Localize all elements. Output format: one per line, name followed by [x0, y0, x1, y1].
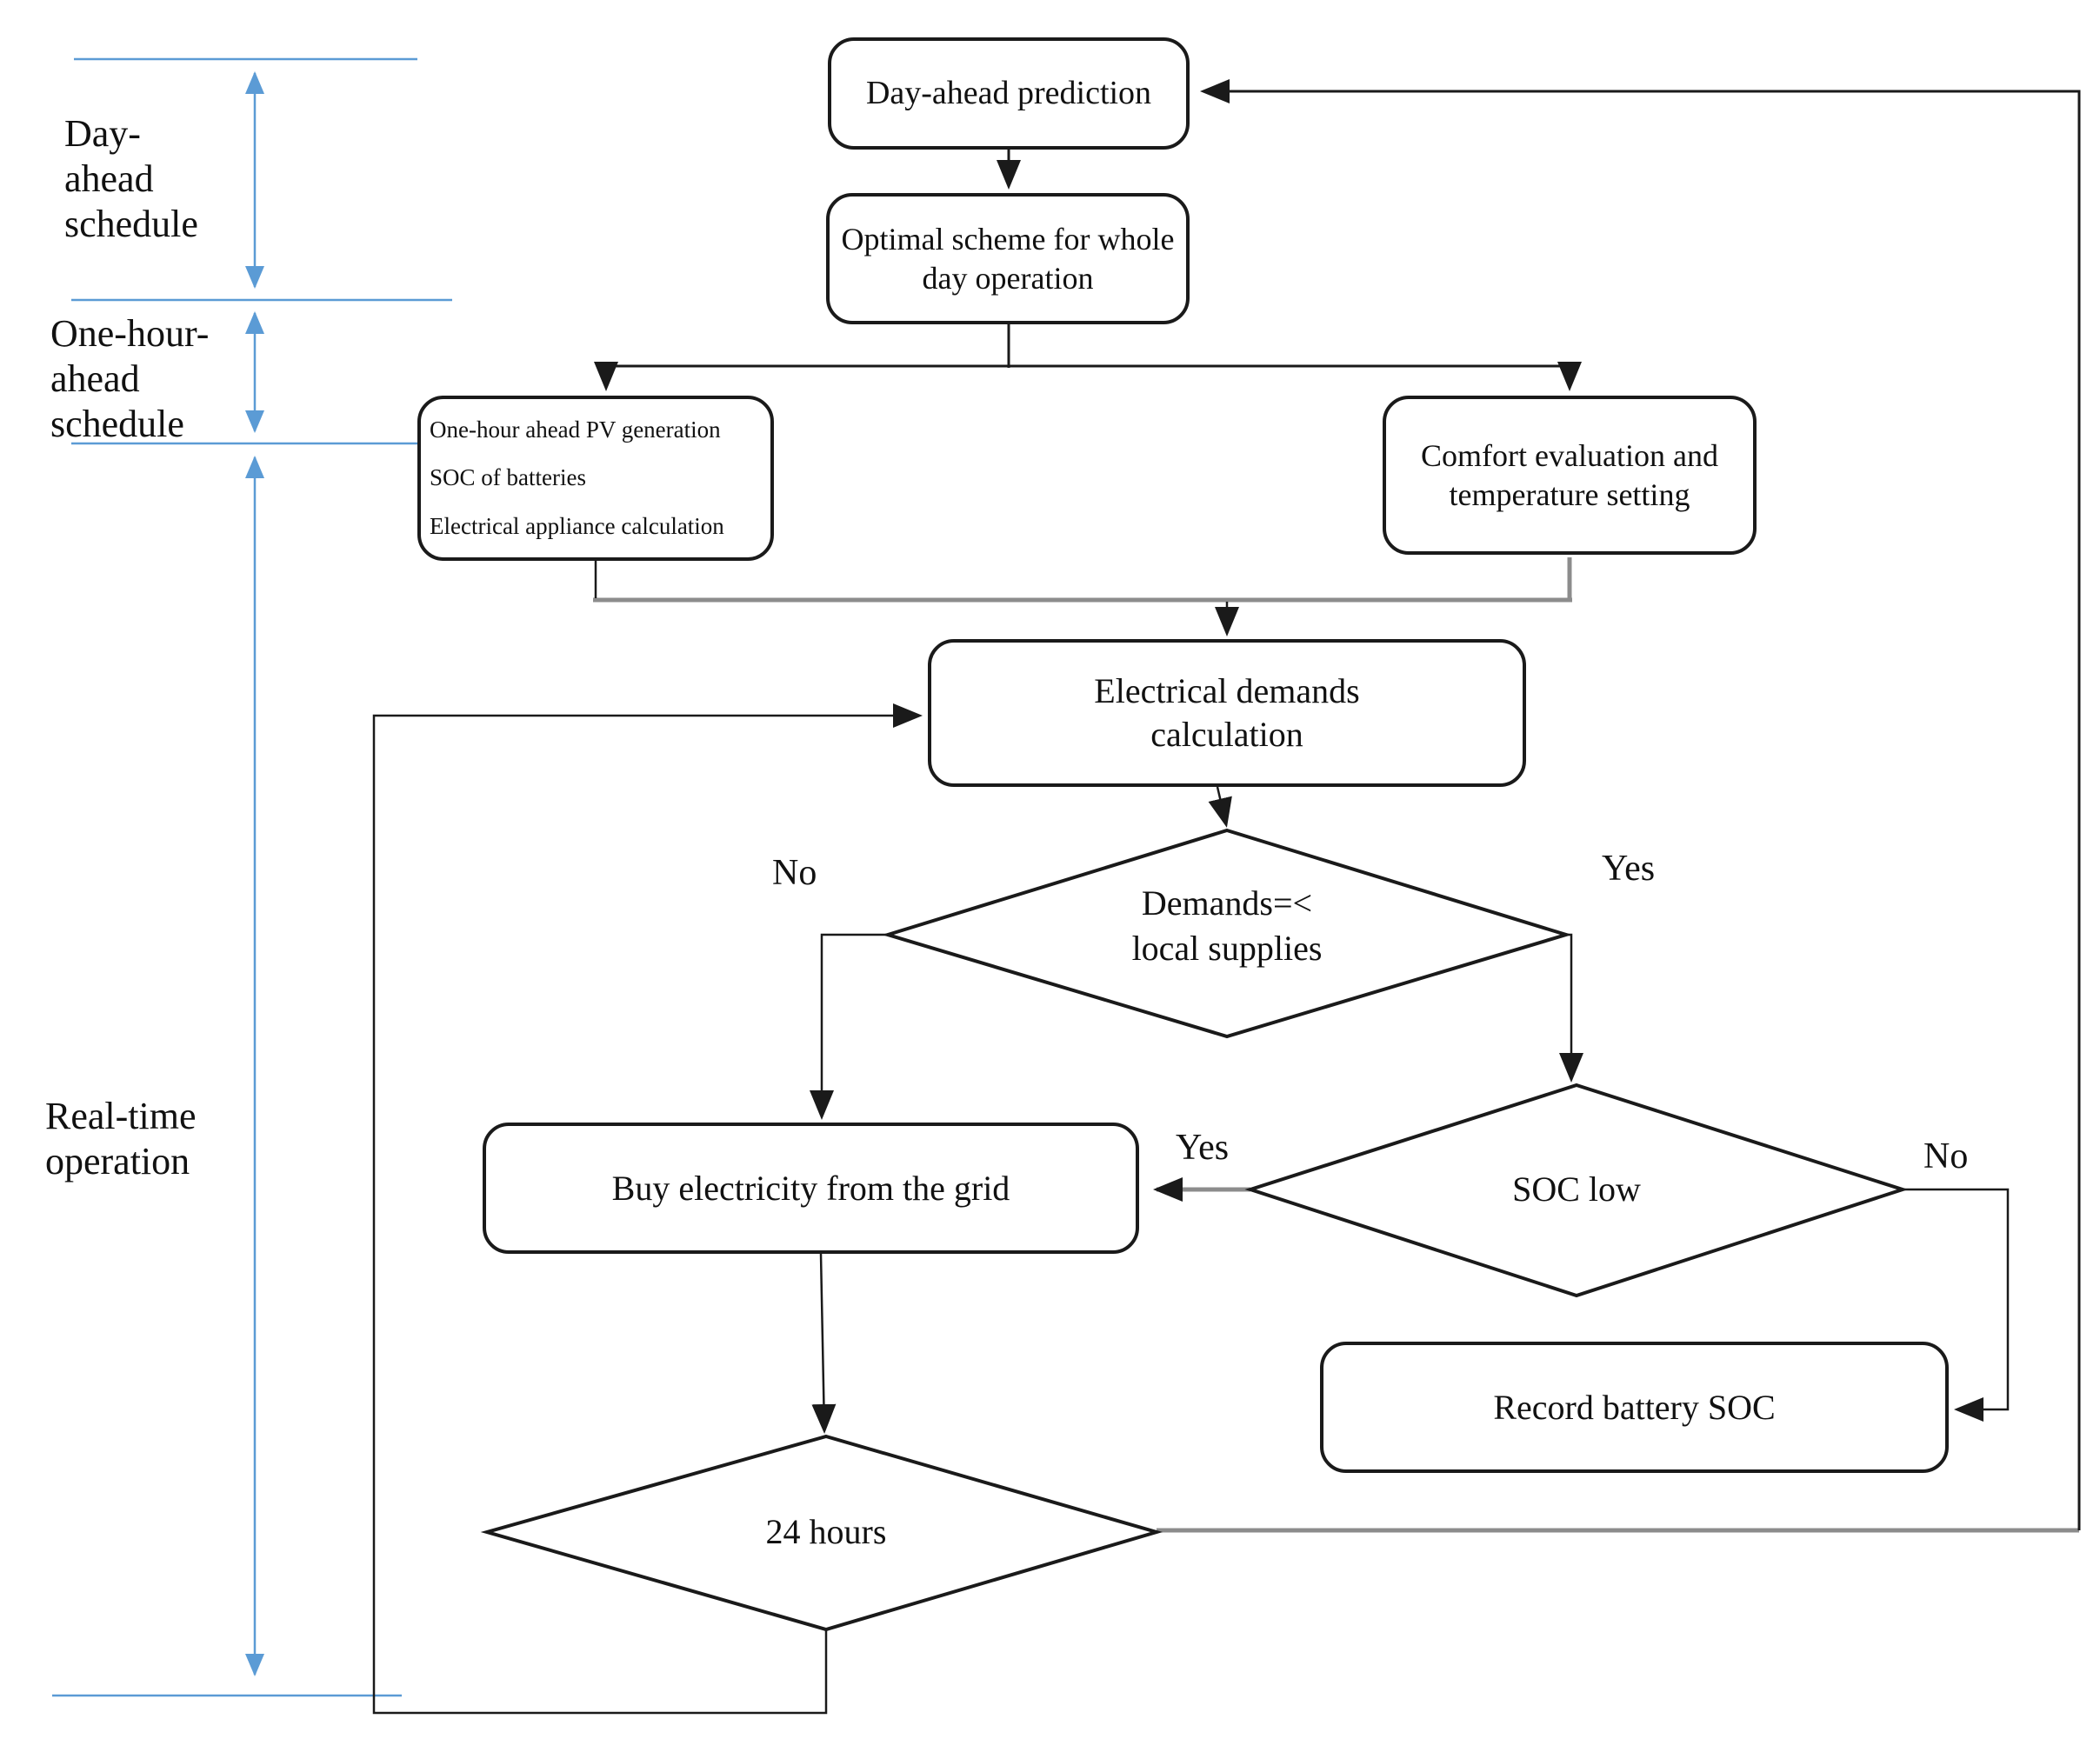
node-comfort-evaluation: Comfort evaluation and temperature setti…	[1383, 396, 1757, 555]
node-day-ahead-prediction: Day-ahead prediction	[828, 37, 1190, 150]
gray-wires	[593, 557, 2079, 1533]
label-day-ahead-schedule: Day- ahead schedule	[64, 112, 198, 245]
diamond-soc-low	[1244, 1083, 1909, 1298]
schedule-bracket	[52, 57, 452, 1697]
node-buy-electricity: Buy electricity from the grid	[483, 1123, 1139, 1254]
label-demands-vs-supplies: Demands=< local supplies	[1131, 883, 1323, 968]
node-one-hour-ahead-inputs: One-hour ahead PV generation SOC of batt…	[417, 396, 774, 561]
black-wires	[372, 79, 2081, 1715]
node-electrical-demands-calculation: Electrical demands calculation	[928, 639, 1526, 787]
label-24-hours: 24 hours	[765, 1512, 887, 1551]
label-one-hour-ahead-schedule: One-hour- ahead schedule	[50, 312, 210, 445]
branch-label-demands-no: No	[772, 853, 817, 893]
branch-label-demands-yes: Yes	[1602, 849, 1656, 889]
node-record-battery-soc: Record battery SOC	[1320, 1342, 1949, 1473]
label-soc-low: SOC low	[1512, 1169, 1641, 1209]
diamond-demands-vs-supplies	[882, 828, 1572, 1039]
node-optimal-scheme: Optimal scheme for whole day operation	[826, 193, 1190, 324]
label-real-time-operation: Real-time operation	[45, 1095, 197, 1183]
branch-label-soc-yes: Yes	[1176, 1128, 1230, 1168]
decision-diamonds	[480, 828, 1909, 1632]
branch-label-soc-no: No	[1923, 1136, 1969, 1176]
